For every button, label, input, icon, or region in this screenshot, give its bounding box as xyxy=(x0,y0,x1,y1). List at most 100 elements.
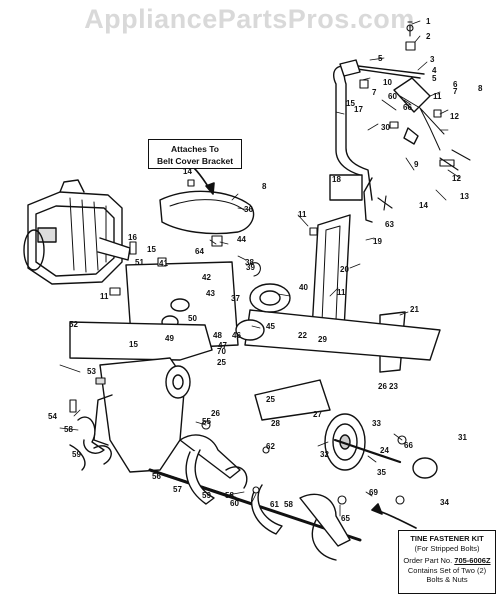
part-number-label: 17 xyxy=(354,105,363,114)
part-number-label: 14 xyxy=(183,167,192,176)
part-number-label: 11 xyxy=(100,292,109,301)
part-number-label: 65 xyxy=(341,514,350,523)
part-number-label: 10 xyxy=(383,78,392,87)
part-number-label: 6 xyxy=(453,80,458,89)
part-number-label: 9 xyxy=(414,160,419,169)
handle-drawing xyxy=(332,59,445,223)
part-number-label: 33 xyxy=(372,419,381,428)
part-number-label: 15 xyxy=(346,99,355,108)
part-number-label: 25 xyxy=(217,358,226,367)
part-number-label: 60 xyxy=(388,92,397,101)
part-number-label: 15 xyxy=(147,245,156,254)
part-number-label: 37 xyxy=(231,294,240,303)
part-number-label: 4 xyxy=(432,66,437,75)
part-number-label: 69 xyxy=(369,488,378,497)
part-number-label: 40 xyxy=(299,283,308,292)
part-number-label: 46 xyxy=(232,331,241,340)
part-number-label: 35 xyxy=(377,468,386,477)
part-number-label: 8 xyxy=(478,84,483,93)
watermark: AppliancePartsPros.com xyxy=(84,4,415,34)
part-number-label: 57 xyxy=(173,485,182,494)
part-number-label: 11 xyxy=(433,92,442,101)
part-number-label: 26 xyxy=(211,409,220,418)
frame-drawing xyxy=(244,174,441,421)
part-number-label: 36 xyxy=(244,205,253,214)
tines-drawing xyxy=(69,416,362,561)
callout-line1: Attaches To xyxy=(170,144,220,154)
part-number-label: 7 xyxy=(453,87,458,96)
part-number-label: 48 xyxy=(213,331,222,340)
part-number-label: 60 xyxy=(230,499,239,508)
engine-drawing xyxy=(23,179,131,285)
part-number-label: 5 xyxy=(432,74,437,83)
part-number-label: 23 xyxy=(389,382,398,391)
wheel-drawing xyxy=(324,413,438,479)
part-number-label: 1 xyxy=(426,17,431,26)
part-number-label: 22 xyxy=(298,331,307,340)
part-number-label: 11 xyxy=(337,288,346,297)
part-number-label: 8 xyxy=(262,182,267,191)
part-number-label: 50 xyxy=(188,314,197,323)
kit-order-line: Order Part No. 705-6006Z xyxy=(399,556,495,566)
part-number-label: 14 xyxy=(419,201,428,210)
kit-contents-line2: Bolts & Nuts xyxy=(426,575,468,584)
kit-order-prefix: Order Part No. xyxy=(403,556,453,565)
part-number-label: 51 xyxy=(135,258,144,267)
part-number-label: 52 xyxy=(69,320,78,329)
kit-part-number: 705-6006Z xyxy=(454,556,491,565)
leader-lines xyxy=(59,20,461,517)
part-number-label: 39 xyxy=(246,263,255,272)
part-number-label: 25 xyxy=(266,395,275,404)
callout-line2: Belt Cover Bracket xyxy=(156,156,234,166)
callout-arrows xyxy=(193,167,417,529)
part-number-label: 55 xyxy=(202,417,211,426)
part-number-label: 66 xyxy=(404,441,413,450)
part-number-label: 62 xyxy=(266,442,275,451)
part-number-label: 11 xyxy=(298,210,307,219)
part-number-label: 59 xyxy=(72,450,81,459)
part-number-label: 19 xyxy=(373,237,382,246)
part-number-label: 42 xyxy=(202,273,211,282)
part-number-label: 24 xyxy=(380,446,389,455)
part-number-label: 38 xyxy=(245,258,254,267)
part-number-label: 41 xyxy=(159,259,168,268)
part-number-label: 64 xyxy=(195,247,204,256)
part-number-label: 29 xyxy=(318,335,327,344)
part-number-label: 2 xyxy=(426,32,431,41)
part-number-label: 44 xyxy=(237,235,246,244)
part-number-label: 12 xyxy=(450,112,459,121)
tine-fastener-kit-callout: TINE FASTENER KIT (For Stripped Bolts) O… xyxy=(398,530,496,594)
part-number-label: 58 xyxy=(284,500,293,509)
part-number-label: 54 xyxy=(48,412,57,421)
part-number-label: 13 xyxy=(460,192,469,201)
part-number-label: 58 xyxy=(225,491,234,500)
kit-subtitle: (For Stripped Bolts) xyxy=(414,543,480,553)
part-number-label: 59 xyxy=(202,491,211,500)
part-number-label: 32 xyxy=(320,450,329,459)
kit-title: TINE FASTENER KIT xyxy=(410,534,484,543)
part-number-label: 21 xyxy=(410,305,419,314)
kit-contents-line1: Contains Set of Two (2) xyxy=(407,565,487,575)
part-number-label: 43 xyxy=(206,289,215,298)
part-number-label: 26 xyxy=(378,382,387,391)
part-number-label: 63 xyxy=(385,220,394,229)
part-number-label: 47 xyxy=(218,341,227,350)
part-number-label: 27 xyxy=(313,410,322,419)
part-number-label: 30 xyxy=(381,123,390,132)
part-number-label: 31 xyxy=(458,433,467,442)
part-number-label: 56 xyxy=(152,472,161,481)
part-number-label: 53 xyxy=(87,367,96,376)
belt-cover-bracket-callout: Attaches To Belt Cover Bracket xyxy=(148,139,242,169)
part-number-label: 18 xyxy=(332,175,341,184)
part-number-label: 20 xyxy=(340,265,349,274)
part-number-label: 61 xyxy=(270,500,279,509)
part-number-label: 3 xyxy=(430,55,435,64)
part-number-label: 45 xyxy=(266,322,275,331)
part-number-label: 15 xyxy=(129,340,138,349)
part-number-label: 66 xyxy=(403,103,412,112)
part-number-label: 16 xyxy=(128,233,137,242)
part-number-label: 34 xyxy=(440,498,449,507)
part-number-label: 70 xyxy=(217,347,226,356)
